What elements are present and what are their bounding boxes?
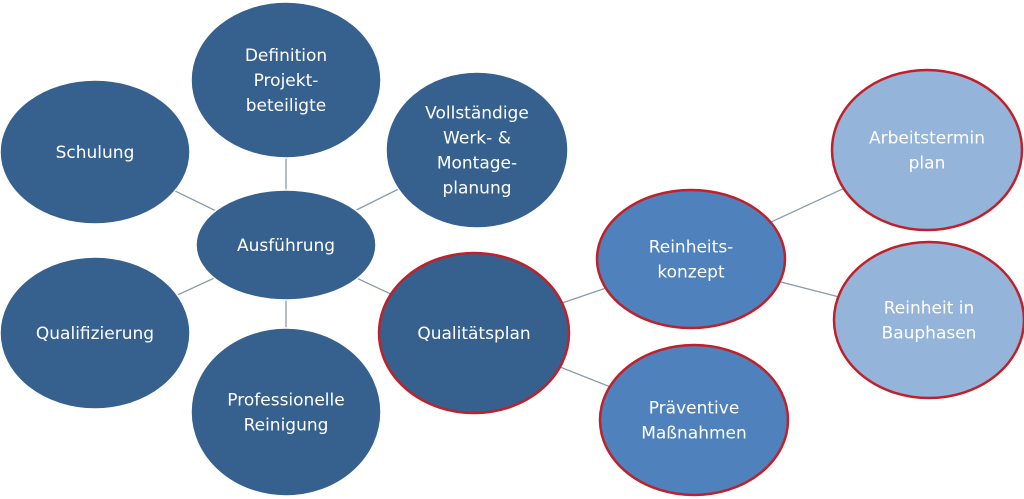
node-label: Projekt- xyxy=(254,71,319,91)
node-label: Qualifizierung xyxy=(36,324,154,344)
node-ellipse xyxy=(832,240,1024,400)
node-ausfuehrung[interactable]: Ausführung xyxy=(195,189,377,301)
node-label: Definition xyxy=(245,46,327,66)
node-reinheitskonzept[interactable]: Reinheits-konzept xyxy=(595,188,787,330)
node-label: beteiligte xyxy=(246,96,326,116)
node-label: Werk- & xyxy=(443,129,511,149)
node-ellipse xyxy=(0,256,191,410)
node-ellipse xyxy=(377,251,571,415)
node-ellipse xyxy=(195,189,377,301)
node-label: Montage- xyxy=(437,154,517,174)
node-label: Schulung xyxy=(56,143,135,163)
node-qualifizierung[interactable]: Qualifizierung xyxy=(0,256,191,410)
node-label: plan xyxy=(909,154,946,174)
node-label: Reinheit in xyxy=(884,299,975,319)
node-label: Arbeitstermin xyxy=(869,129,985,149)
node-bauphasen[interactable]: Reinheit in Bauphasen xyxy=(832,240,1024,400)
node-ellipse xyxy=(385,71,569,229)
node-label: Bauphasen xyxy=(882,324,977,344)
node-label: Präventive xyxy=(649,399,740,419)
node-schulung[interactable]: Schulung xyxy=(0,79,191,225)
node-ellipse xyxy=(598,343,790,497)
node-ellipse xyxy=(0,79,191,225)
node-label: Qualitätsplan xyxy=(417,324,530,344)
node-ellipse xyxy=(190,327,382,497)
node-label: planung xyxy=(442,179,511,199)
node-label: Reinigung xyxy=(244,416,329,436)
node-ellipse xyxy=(595,188,787,330)
node-label: Ausführung xyxy=(237,236,335,256)
node-label: Vollständige xyxy=(425,104,529,124)
node-label: Maßnahmen xyxy=(641,424,747,444)
node-arbeitstermin[interactable]: Arbeitstermin plan xyxy=(830,68,1024,232)
node-label: Reinheits- xyxy=(649,238,734,258)
node-label: konzept xyxy=(657,263,725,283)
node-qualitaetsplan[interactable]: Qualitätsplan xyxy=(377,251,571,415)
node-label: Professionelle xyxy=(227,391,344,411)
node-ellipse xyxy=(830,68,1024,232)
node-ellipse xyxy=(190,1,382,159)
